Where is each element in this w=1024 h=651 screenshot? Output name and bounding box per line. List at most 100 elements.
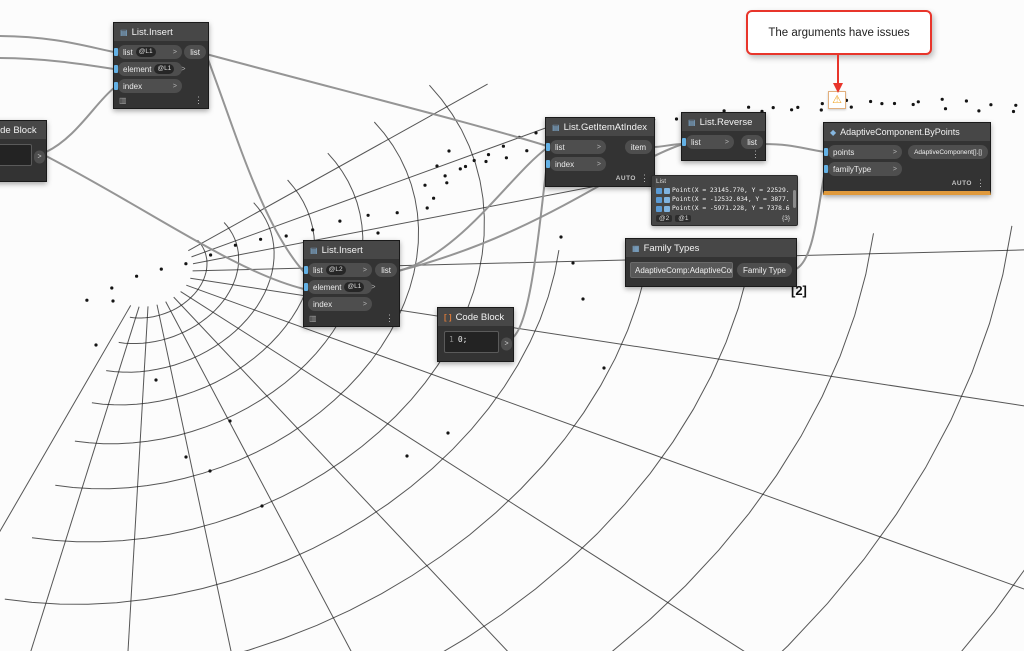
input-port-list[interactable]: list @L1 > [114, 45, 182, 59]
wire[interactable] [397, 147, 548, 272]
node-list-insert-top[interactable]: ▤ List.Insert list @L1 > element @L1 > i… [113, 22, 209, 109]
wire[interactable] [652, 143, 684, 148]
port-label: element [123, 64, 152, 74]
context-menu-icon[interactable]: ⋮ [976, 178, 985, 188]
node-header[interactable]: ▤ List.Reverse [682, 113, 765, 131]
node-code-block-left[interactable]: Code Block > [0, 120, 47, 182]
input-port-index[interactable]: index > [308, 297, 372, 311]
input-port-element[interactable]: element @L1 > [304, 280, 375, 294]
context-menu-icon[interactable]: ⋮ [640, 173, 649, 183]
data-preview-popup[interactable]: List Point(X = 23145.770, Y = 22529. Poi… [651, 175, 798, 226]
input-port-element[interactable]: element @L1 > [114, 62, 185, 76]
point-dot [504, 156, 508, 160]
level-badge[interactable]: @L1 [154, 64, 175, 74]
list-item[interactable]: Point(X = 23145.770, Y = 22529. [656, 186, 790, 195]
context-menu-icon[interactable]: ⋮ [751, 149, 760, 159]
point-dot [1011, 109, 1016, 114]
node-list-getitematindex[interactable]: ▤ List.GetItemAtIndex list > index > ite… [545, 117, 655, 187]
wire[interactable] [0, 35, 115, 53]
node-list-reverse[interactable]: ▤ List.Reverse list > list ⋮ [681, 112, 766, 161]
dropdown-value: AdaptiveComp:AdaptiveComp [635, 265, 734, 275]
lacing-icon[interactable]: ▥ [309, 314, 317, 323]
node-title: List.Insert [131, 26, 173, 38]
level-chip[interactable]: @1 [675, 215, 692, 222]
port-label: list [747, 137, 757, 147]
input-port-list[interactable]: list > [682, 135, 734, 149]
node-header[interactable]: ▤ List.GetItemAtIndex [546, 118, 654, 136]
output-port-item[interactable]: item [624, 140, 652, 154]
family-type-dropdown[interactable]: AdaptiveComp:AdaptiveComp ▾ [630, 262, 734, 278]
warning-badge[interactable]: ⚠ [828, 91, 846, 109]
geometry-curve [31, 84, 485, 543]
code-block-editor[interactable] [0, 144, 32, 166]
input-port-list[interactable]: list @L2 > [304, 263, 372, 277]
output-port-family-type[interactable]: Family Type [737, 263, 792, 277]
chevron-right-icon: > [596, 143, 601, 151]
level-badge[interactable]: @L2 [325, 265, 346, 275]
node-family-types[interactable]: ▦ Family Types AdaptiveComp:AdaptiveComp… [625, 238, 797, 287]
list-item[interactable]: Point(X = -12532.034, Y = 3877. [656, 195, 790, 204]
node-header[interactable]: ▦ Family Types [626, 239, 796, 257]
level-badge[interactable]: @L1 [344, 282, 365, 292]
node-code-block-mid[interactable]: [ ] Code Block 1 0; > [437, 307, 514, 362]
wire[interactable] [792, 170, 826, 271]
chevron-right-icon: > [37, 153, 42, 160]
node-header[interactable]: Code Block [0, 121, 46, 139]
wire[interactable] [205, 53, 548, 147]
wire[interactable] [397, 143, 684, 272]
list-item[interactable]: Point(X = -5971.228, Y = 7378.6 [656, 204, 790, 213]
input-port-points[interactable]: points > [824, 145, 902, 159]
point-dot [940, 97, 944, 101]
output-port-list[interactable]: list [375, 263, 397, 277]
output-port[interactable]: > [34, 150, 45, 163]
wire[interactable] [205, 53, 305, 273]
scrollbar[interactable] [793, 190, 796, 208]
list-count-label: {3} [782, 215, 790, 222]
warning-icon: ⚠ [832, 93, 842, 106]
node-header[interactable]: ◆ AdaptiveComponent.ByPoints [824, 123, 990, 141]
point-dot [880, 102, 884, 106]
node-title: Code Block [455, 311, 505, 323]
geometry-curve [611, 233, 874, 651]
code-block-icon: [ ] [444, 312, 452, 322]
chevron-right-icon: > [172, 48, 177, 56]
node-header[interactable]: ▤ List.Insert [304, 241, 399, 259]
level-badge[interactable]: @L1 [135, 47, 156, 57]
wire[interactable] [0, 57, 115, 70]
context-menu-icon[interactable]: ⋮ [385, 313, 394, 323]
wire[interactable] [762, 143, 826, 153]
node-adaptivecomponent-bypoints[interactable]: ◆ AdaptiveComponent.ByPoints points > fa… [823, 122, 991, 195]
input-port-familytype[interactable]: familyType > [824, 162, 902, 176]
point-dot [85, 298, 89, 302]
code-block-editor[interactable]: 1 0; [444, 331, 499, 353]
point-dot [472, 158, 476, 163]
output-port-adaptivecomponent[interactable]: AdaptiveComponent[].[] [908, 145, 988, 159]
node-header[interactable]: ▤ List.Insert [114, 23, 208, 41]
point-dot [525, 149, 529, 153]
point-dot [534, 131, 538, 135]
point-dot [184, 262, 188, 266]
output-port-list[interactable]: list [741, 135, 763, 149]
geometry-curve [191, 120, 566, 258]
wire[interactable] [45, 155, 305, 290]
input-port-list[interactable]: list > [546, 140, 606, 154]
lacing-label[interactable]: AUTO [615, 175, 636, 182]
input-port-index[interactable]: index > [546, 157, 606, 171]
node-list-insert-mid[interactable]: ▤ List.Insert list @L2 > element @L1 > i… [303, 240, 400, 327]
level-chip[interactable]: @2 [656, 215, 673, 222]
point-dot [376, 231, 380, 235]
output-port-list[interactable]: list [184, 45, 206, 59]
lacing-icon[interactable]: ▥ [119, 96, 127, 105]
chevron-right-icon: > [724, 138, 729, 146]
port-label: list [691, 137, 701, 147]
wire[interactable] [45, 87, 115, 153]
geometry-curve [156, 304, 232, 651]
lacing-label[interactable]: AUTO [951, 180, 972, 187]
node-header[interactable]: [ ] Code Block [438, 308, 513, 326]
context-menu-icon[interactable]: ⋮ [194, 95, 203, 105]
output-port[interactable]: > [501, 337, 512, 350]
wire[interactable] [511, 163, 548, 339]
input-port-index[interactable]: index > [114, 79, 182, 93]
port-label: Family Type [743, 265, 786, 275]
